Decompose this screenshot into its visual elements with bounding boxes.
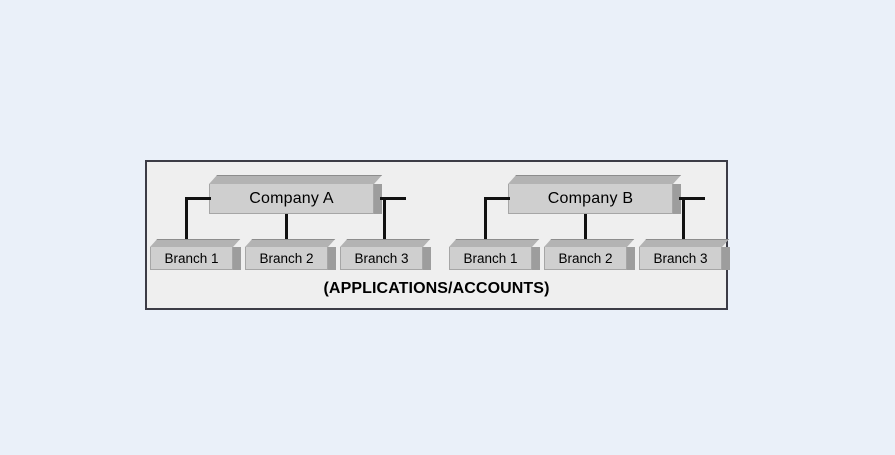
connector-company-b-branch-1-horizontal — [484, 197, 510, 200]
company-a-box-top-face — [209, 175, 383, 184]
connector-company-b-branch-3-vertical — [682, 197, 685, 247]
connector-company-b-branch-2-vertical — [584, 214, 587, 247]
connector-company-a-branch-3-vertical — [383, 197, 386, 247]
company-b-branch-2-box-side-face — [627, 247, 635, 270]
company-b-branch-3-box[interactable]: Branch 3 — [639, 239, 730, 270]
company-a-branch-3-box-side-face — [423, 247, 431, 270]
company-b-branch-3-box-side-face — [722, 247, 730, 270]
company-b-box-top-face — [508, 175, 682, 184]
company-b-branch-3-label: Branch 3 — [639, 247, 722, 270]
connector-company-a-branch-1-vertical — [185, 197, 188, 247]
company-a-branch-3-label: Branch 3 — [340, 247, 423, 270]
company-b-label: Company B — [508, 184, 673, 214]
connector-company-a-branch-1-horizontal — [185, 197, 211, 200]
connector-company-b-branch-3-horizontal — [679, 197, 705, 200]
company-a-branch-3-box-top-face — [340, 239, 431, 247]
company-b-box-side-face — [673, 184, 681, 214]
connector-company-a-branch-3-horizontal — [380, 197, 406, 200]
company-b-branch-3-box-top-face — [639, 239, 730, 247]
diagram-caption: (APPLICATIONS/ACCOUNTS) — [323, 280, 550, 297]
company-b-box[interactable]: Company B — [508, 175, 682, 214]
connector-company-a-branch-2-vertical — [285, 214, 288, 247]
company-a-branch-2-box-top-face — [245, 239, 336, 247]
company-a-label: Company A — [209, 184, 374, 214]
company-a-branch-1-box-side-face — [233, 247, 241, 270]
company-a-branch-2-label: Branch 2 — [245, 247, 328, 270]
company-b-branch-1-box-side-face — [532, 247, 540, 270]
company-b-branch-2-box[interactable]: Branch 2 — [544, 239, 635, 270]
company-a-branch-2-box-side-face — [328, 247, 336, 270]
company-b-branch-2-label: Branch 2 — [544, 247, 627, 270]
company-b-branch-1-box-top-face — [449, 239, 540, 247]
company-a-branch-2-box[interactable]: Branch 2 — [245, 239, 336, 270]
company-b-branch-1-box[interactable]: Branch 1 — [449, 239, 540, 270]
company-b-branch-1-label: Branch 1 — [449, 247, 532, 270]
company-b-branch-2-box-top-face — [544, 239, 635, 247]
diagram-panel: Company A Branch 1 Branch 2 Branch 3 Com… — [145, 160, 730, 310]
connector-company-b-branch-1-vertical — [484, 197, 487, 247]
company-a-box[interactable]: Company A — [209, 175, 383, 214]
company-a-branch-1-box-top-face — [150, 239, 241, 247]
company-a-box-side-face — [374, 184, 382, 214]
company-a-branch-3-box[interactable]: Branch 3 — [340, 239, 431, 270]
company-a-branch-1-box[interactable]: Branch 1 — [150, 239, 241, 270]
company-a-branch-1-label: Branch 1 — [150, 247, 233, 270]
